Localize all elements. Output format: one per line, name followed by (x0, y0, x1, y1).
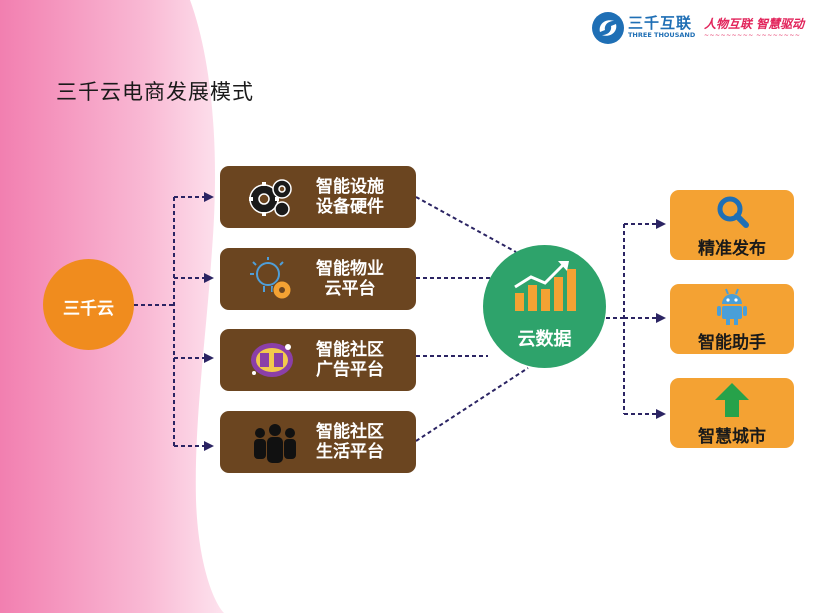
output-box-precise-release: 精准发布 (670, 190, 794, 260)
hub-node-label: 云数据 (517, 329, 572, 350)
lightbulb-gear-icon (250, 257, 292, 300)
platform-box-hardware: 智能设施 设备硬件 (220, 166, 416, 228)
connector-platform-1-hub (415, 196, 517, 253)
brand-name-en: THREE THOUSAND (628, 31, 696, 39)
platform-box-property: 智能物业 云平台 (220, 248, 416, 310)
magnifier-icon (717, 196, 749, 228)
brand-name: 三千互联 (628, 14, 693, 32)
source-node: 三千云 (43, 259, 134, 350)
platform-box-advertising: 智能社区 广告平台 (220, 329, 416, 391)
brand-slogan: 人物互联 智慧驱动 (704, 17, 805, 31)
output-box-assistant: 智能助手 (670, 284, 794, 354)
platform-life-label: 智能社区 生活平台 (298, 422, 402, 462)
connector-platform-4-hub (415, 367, 529, 442)
platform-property-line2: 云平台 (324, 279, 376, 299)
platform-box-life: 智能社区 生活平台 (220, 411, 416, 473)
swirl-logo-icon (592, 12, 624, 44)
platform-hardware-label: 智能设施 设备硬件 (298, 177, 402, 217)
source-node-label: 三千云 (63, 299, 114, 319)
gears-icon (249, 179, 292, 217)
platform-life-line2: 生活平台 (316, 442, 384, 462)
platform-advertising-line1: 智能社区 (316, 340, 384, 360)
brand-logo: 三千互联 THREE THOUSAND 人物互联 智慧驱动 ~~~~~~~~~ … (592, 10, 822, 46)
hub-node: 云数据 (483, 245, 606, 368)
robot-icon (717, 288, 747, 325)
output-smart-city-label: 智慧城市 (698, 427, 766, 447)
platform-advertising-line2: 广告平台 (316, 360, 384, 380)
platform-life-line1: 智能社区 (316, 422, 384, 442)
platform-property-line1: 智能物业 (316, 259, 384, 279)
up-arrow-icon (715, 383, 749, 417)
ad-badge-icon (251, 343, 293, 377)
platform-advertising-label: 智能社区 广告平台 (298, 340, 402, 380)
people-group-icon (254, 424, 296, 463)
page-title: 三千云电商发展模式 (56, 80, 254, 104)
output-precise-release-label: 精准发布 (698, 239, 766, 259)
platform-hardware-line1: 智能设施 (316, 177, 384, 197)
platform-hardware-line2: 设备硬件 (316, 197, 384, 217)
platform-property-label: 智能物业 云平台 (298, 259, 402, 299)
growth-chart-icon (514, 261, 576, 311)
brand-slogan-decor: ~~~~~~~~~ ~~~~~~~~ (704, 32, 801, 39)
output-assistant-label: 智能助手 (698, 333, 766, 353)
output-box-smart-city: 智慧城市 (670, 378, 794, 448)
